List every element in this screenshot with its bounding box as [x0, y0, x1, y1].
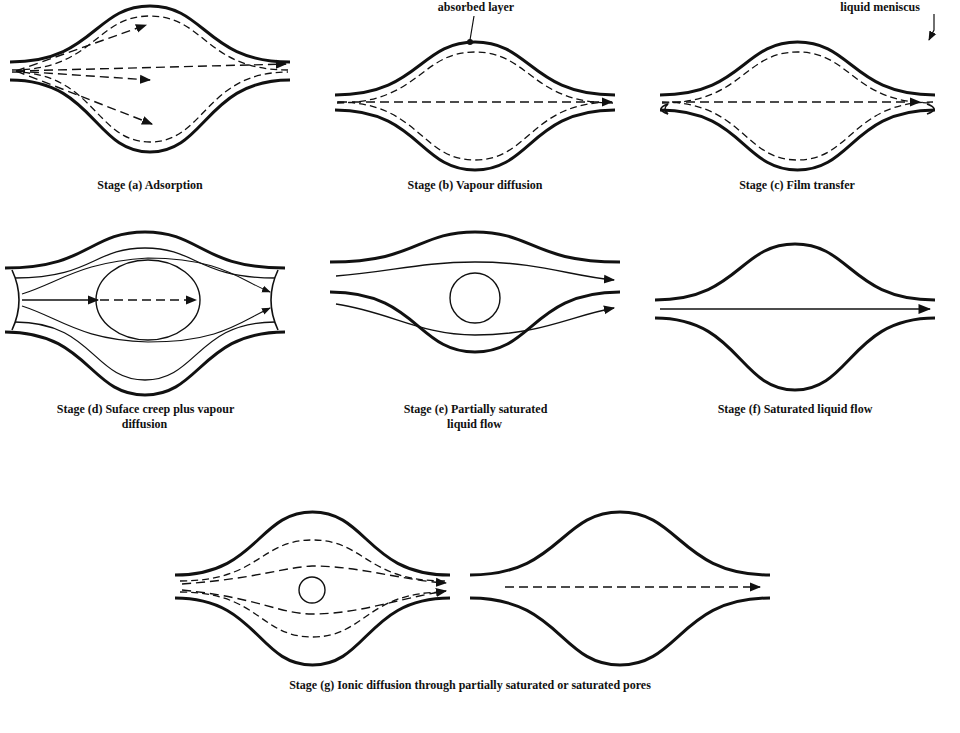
- stage-caption: Stage (d) Suface creep plus vapour diffu…: [56, 402, 234, 431]
- liquid-meniscus: [271, 270, 278, 330]
- flow-arrow: [338, 101, 612, 102]
- air-bubble: [450, 273, 500, 323]
- flow-arrow: [22, 299, 98, 300]
- pore-wall: [10, 6, 290, 62]
- pore-wall: [660, 110, 935, 170]
- pore-wall: [470, 598, 770, 665]
- flow-arrow: [336, 262, 614, 280]
- flow-arrow: [336, 304, 614, 335]
- liquid-meniscus: [12, 270, 19, 330]
- vapour-bubble: [96, 260, 200, 340]
- stage-caption-box: Stage (d) Suface creep plus vapour diffu…: [50, 402, 240, 432]
- flow-arrow: [660, 308, 930, 310]
- flow-line: [15, 322, 275, 380]
- flow-line: [180, 540, 445, 581]
- pore-wall: [5, 232, 285, 268]
- stage-caption: Stage (e) Partially saturated liquid flo…: [403, 402, 548, 431]
- flow-arrow: [16, 71, 152, 124]
- flow-line: [15, 248, 275, 278]
- stage-caption-box: Stage (e) Partially saturated liquid flo…: [390, 402, 560, 432]
- stage-caption: Stage (b) Vapour diffusion: [407, 178, 544, 192]
- flow-arrow: [22, 258, 270, 294]
- liquid-meniscus: [661, 104, 668, 114]
- stage-caption: Stage (a) Adsorption: [96, 178, 203, 192]
- flow-arrow: [22, 306, 270, 342]
- callout-label: liquid meniscus: [839, 0, 921, 14]
- callout-label: absorbed layer: [437, 0, 515, 14]
- adsorbed-layer: [12, 16, 288, 70]
- pore-wall: [10, 80, 290, 152]
- stage-caption-box: Stage (a) Adsorption: [30, 178, 270, 193]
- stage-caption-box: Stage (c) Film transfer: [677, 178, 917, 193]
- adsorbed-layer: [337, 52, 613, 103]
- flow-arrow: [182, 590, 446, 614]
- flow-arrow: [505, 586, 760, 587]
- liquid-meniscus: [665, 104, 668, 114]
- callout-label-box: liquid meniscus: [825, 0, 935, 15]
- pore-wall: [470, 512, 770, 575]
- pore-wall: [660, 42, 935, 95]
- pore-wall: [175, 598, 450, 665]
- stage-caption: Stage (g) Ionic diffusion through partia…: [288, 678, 652, 692]
- leader-line: [929, 14, 934, 40]
- pore-wall: [335, 110, 615, 170]
- pore-wall: [655, 318, 935, 390]
- flow-arrow: [182, 566, 446, 584]
- pore-wall: [655, 244, 935, 300]
- stage-caption-box: Stage (g) Ionic diffusion through partia…: [210, 678, 730, 693]
- adsorbed-layer: [337, 102, 613, 160]
- leader-dot: [467, 39, 473, 45]
- flow-arrow: [16, 64, 286, 71]
- stage-caption: Stage (c) Film transfer: [738, 178, 856, 192]
- pore-wall: [330, 292, 620, 352]
- flow-arrow: [100, 299, 196, 300]
- adsorbed-layer: [12, 72, 288, 142]
- flow-arrow: [672, 101, 920, 102]
- leader-line: [470, 16, 474, 40]
- air-bubble: [299, 577, 325, 603]
- stage-caption-box: Stage (f) Saturated liquid flow: [675, 402, 915, 417]
- liquid-meniscus: [927, 104, 934, 114]
- pore-wall: [330, 232, 620, 262]
- adsorbed-layer: [662, 102, 933, 160]
- flow-arrow: [16, 25, 146, 71]
- pore-wall: [335, 42, 615, 95]
- callout-label-box: absorbed layer: [411, 0, 541, 15]
- stage-caption: Stage (f) Saturated liquid flow: [717, 402, 874, 416]
- stage-caption-box: Stage (b) Vapour diffusion: [355, 178, 595, 193]
- adsorbed-layer: [662, 52, 933, 103]
